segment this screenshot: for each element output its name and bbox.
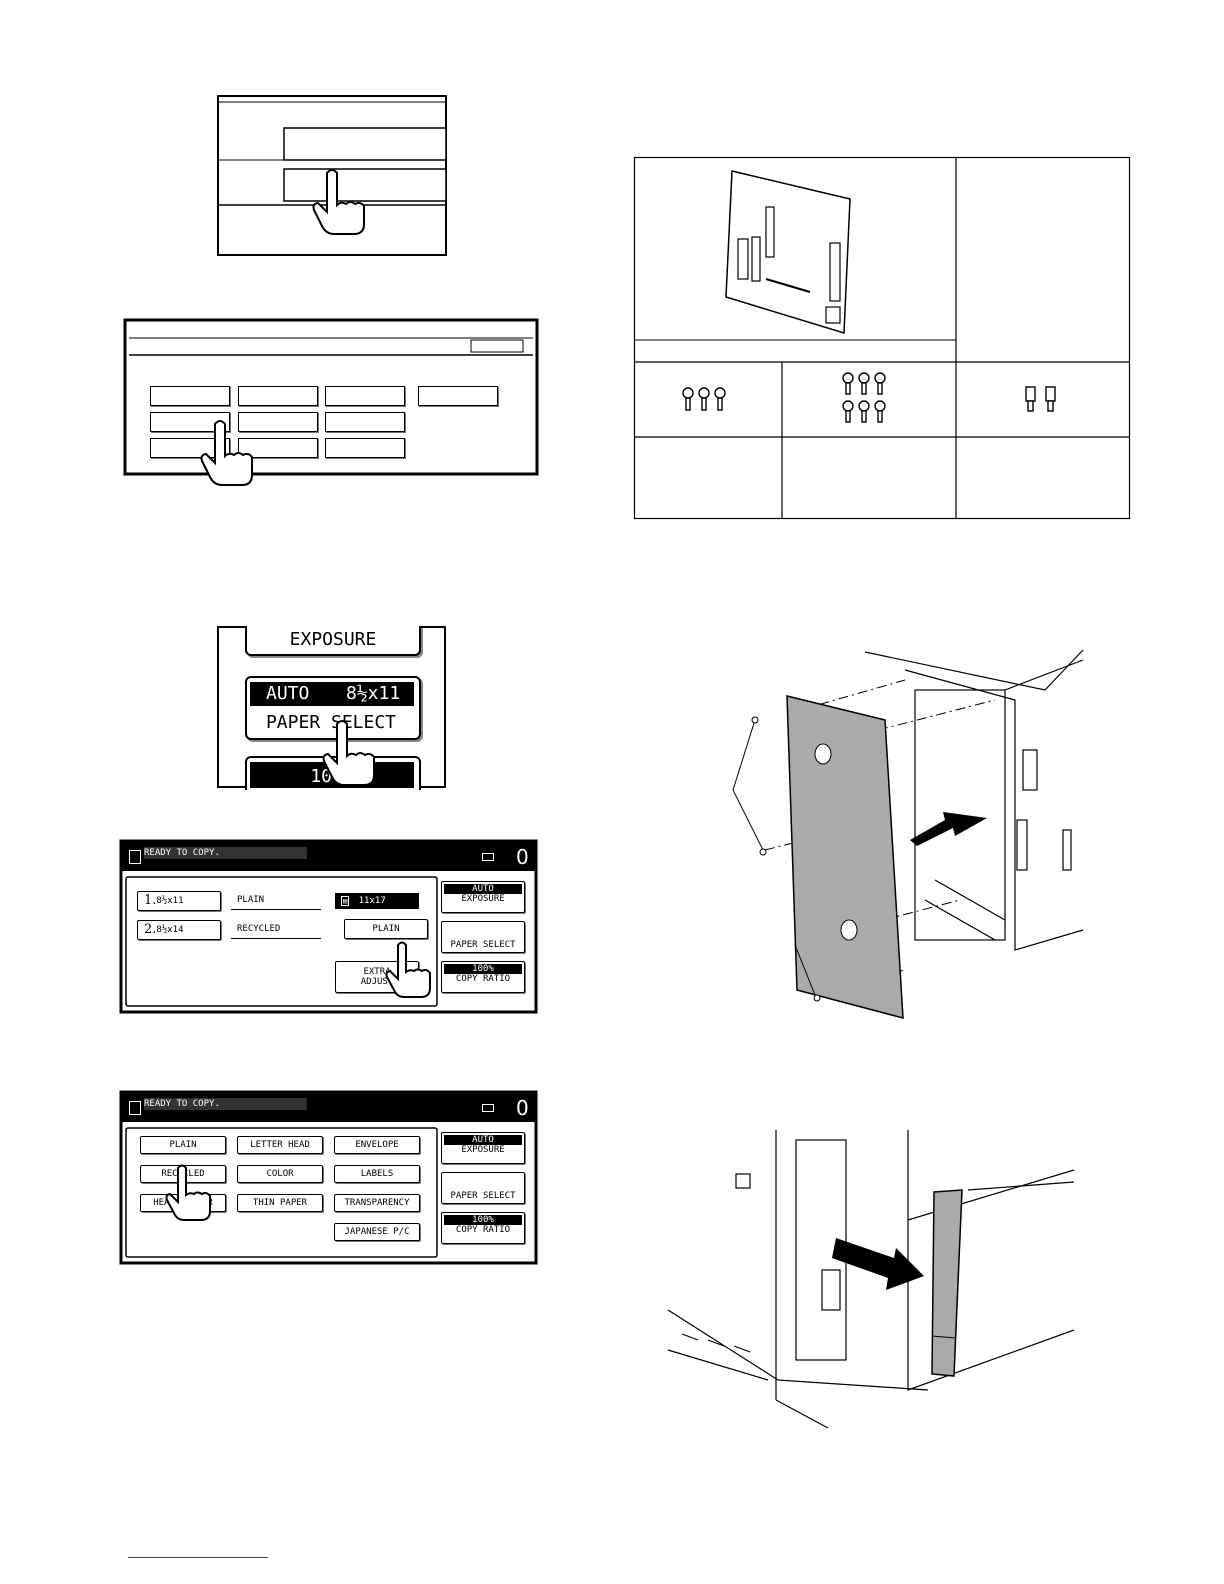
grid-key-2[interactable] — [238, 386, 318, 406]
selected-size-bar: ▤ 11x17 — [335, 893, 419, 909]
exposure-auto-bar: AUTO — [444, 1135, 522, 1146]
copy-ratio-label: COPY RATIO — [455, 1225, 511, 1236]
grid-key-6[interactable] — [238, 412, 318, 432]
type-japanese-pc-button[interactable]: JAPANESE P/C — [334, 1223, 420, 1241]
pointing-hand-icon — [200, 420, 253, 486]
job-queue-icon — [482, 1104, 494, 1112]
tray-1-type: PLAIN — [237, 895, 265, 905]
tray-2-button[interactable]: 2. 8½x14 — [137, 920, 221, 940]
screws-icon — [682, 387, 726, 411]
exposure-button[interactable]: AUTO EXPOSURE — [441, 1132, 525, 1164]
tray-2-type: RECYCLED — [237, 924, 281, 934]
status-doc-icon — [129, 850, 141, 864]
copy-ratio-label: COPY RATIO — [455, 974, 511, 985]
tray-1-button[interactable]: 1. 8½x11 — [137, 891, 221, 911]
exposure-key[interactable]: EXPOSURE — [245, 626, 421, 656]
copy-ratio-button[interactable]: 100% COPY RATIO — [441, 1212, 525, 1244]
ratio-value-bar: 100% — [444, 964, 522, 975]
paper-select-label: PAPER SELECT — [265, 712, 397, 733]
figure-paper-select-closeup: EXPOSURE AUTO 8½x11 PAPER SELECT 100% — [217, 626, 446, 790]
grid-key-8[interactable] — [150, 438, 230, 458]
figure-paper-type-screen: READY TO COPY. 0 PLAIN LETTER HEAD ENVEL… — [119, 1090, 538, 1265]
grid-key-7[interactable] — [325, 412, 405, 432]
grid-key-3[interactable] — [325, 386, 405, 406]
exposure-auto-bar: AUTO — [444, 884, 522, 895]
rear-cover-removal-illustration — [732, 649, 1084, 1019]
copy-counter: 0 — [516, 1096, 529, 1120]
paper-select-status-bar: AUTO 8½x11 — [250, 682, 414, 706]
status-doc-icon — [129, 1101, 141, 1115]
circuit-board-icon — [725, 170, 851, 334]
grid-key-1[interactable] — [150, 386, 230, 406]
paper-type-button[interactable]: PLAIN — [344, 919, 428, 939]
paper-select-button[interactable]: PAPER SELECT — [441, 921, 525, 953]
connector-cover-removal-illustration — [667, 1130, 1075, 1429]
status-message: READY TO COPY. — [144, 1098, 307, 1110]
tray-icon: ▤ — [341, 896, 350, 906]
paper-select-button[interactable]: PAPER SELECT — [441, 1172, 525, 1204]
parts-table-grid — [633, 156, 1131, 520]
auto-label: AUTO — [266, 683, 310, 704]
tray-1-number: 1. — [144, 892, 157, 908]
tray-2-size: 8½x14 — [156, 924, 184, 935]
figure-settings-grid — [123, 318, 539, 486]
type-envelope-button[interactable]: ENVELOPE — [334, 1136, 420, 1154]
parts-table — [633, 156, 1131, 520]
screws-icon — [842, 372, 886, 423]
ratio-value-bar: 100% — [444, 1215, 522, 1226]
extra-label: EXTRA — [363, 966, 391, 977]
job-queue-icon — [482, 853, 494, 861]
figure-paper-select-screen: READY TO COPY. 0 1. 8½x11 PLAIN 2. 8½x14… — [119, 839, 538, 1014]
type-labels-button[interactable]: LABELS — [334, 1165, 420, 1183]
selected-size-value: 11x17 — [358, 896, 386, 906]
exposure-label: EXPOSURE — [461, 894, 505, 905]
footer-rule — [128, 1557, 268, 1558]
type-plain-button[interactable]: PLAIN — [140, 1136, 226, 1154]
type-thin-paper-button[interactable]: THIN PAPER — [237, 1194, 323, 1212]
paper-select-key[interactable]: AUTO 8½x11 PAPER SELECT — [245, 676, 421, 740]
type-color-button[interactable]: COLOR — [237, 1165, 323, 1183]
type-transparency-button[interactable]: TRANSPARENCY — [334, 1194, 420, 1212]
adjust-label: ADJUST — [360, 977, 394, 987]
grid-key-4[interactable] — [418, 386, 498, 406]
menu-key-top[interactable] — [284, 128, 446, 160]
copy-counter: 0 — [516, 845, 529, 869]
grid-key-5[interactable] — [150, 412, 230, 432]
tray-2-underline — [231, 938, 321, 939]
tray-1-size: 8½x11 — [156, 895, 184, 906]
menu-keys-drawing — [217, 95, 447, 256]
status-message: READY TO COPY. — [144, 847, 307, 859]
pointing-hand-icon — [312, 169, 365, 235]
pointing-hand-icon — [385, 941, 431, 998]
pointing-hand-icon — [322, 720, 375, 786]
paper-size-value: 8½x11 — [346, 683, 401, 704]
copy-ratio-key[interactable]: 100% — [245, 756, 421, 790]
grid-key-10[interactable] — [325, 438, 405, 458]
copy-ratio-button[interactable]: 100% COPY RATIO — [441, 961, 525, 993]
figure-menu-keys — [217, 95, 447, 257]
exposure-button[interactable]: AUTO EXPOSURE — [441, 881, 525, 913]
spacers-icon — [1025, 386, 1056, 412]
tray-2-number: 2. — [144, 921, 157, 937]
exposure-label: EXPOSURE — [461, 1145, 505, 1156]
pointing-hand-icon — [165, 1164, 211, 1221]
type-letterhead-button[interactable]: LETTER HEAD — [237, 1136, 323, 1154]
grid-key-9[interactable] — [238, 438, 318, 458]
tray-1-underline — [231, 909, 321, 910]
settings-grid-drawing — [123, 318, 539, 476]
